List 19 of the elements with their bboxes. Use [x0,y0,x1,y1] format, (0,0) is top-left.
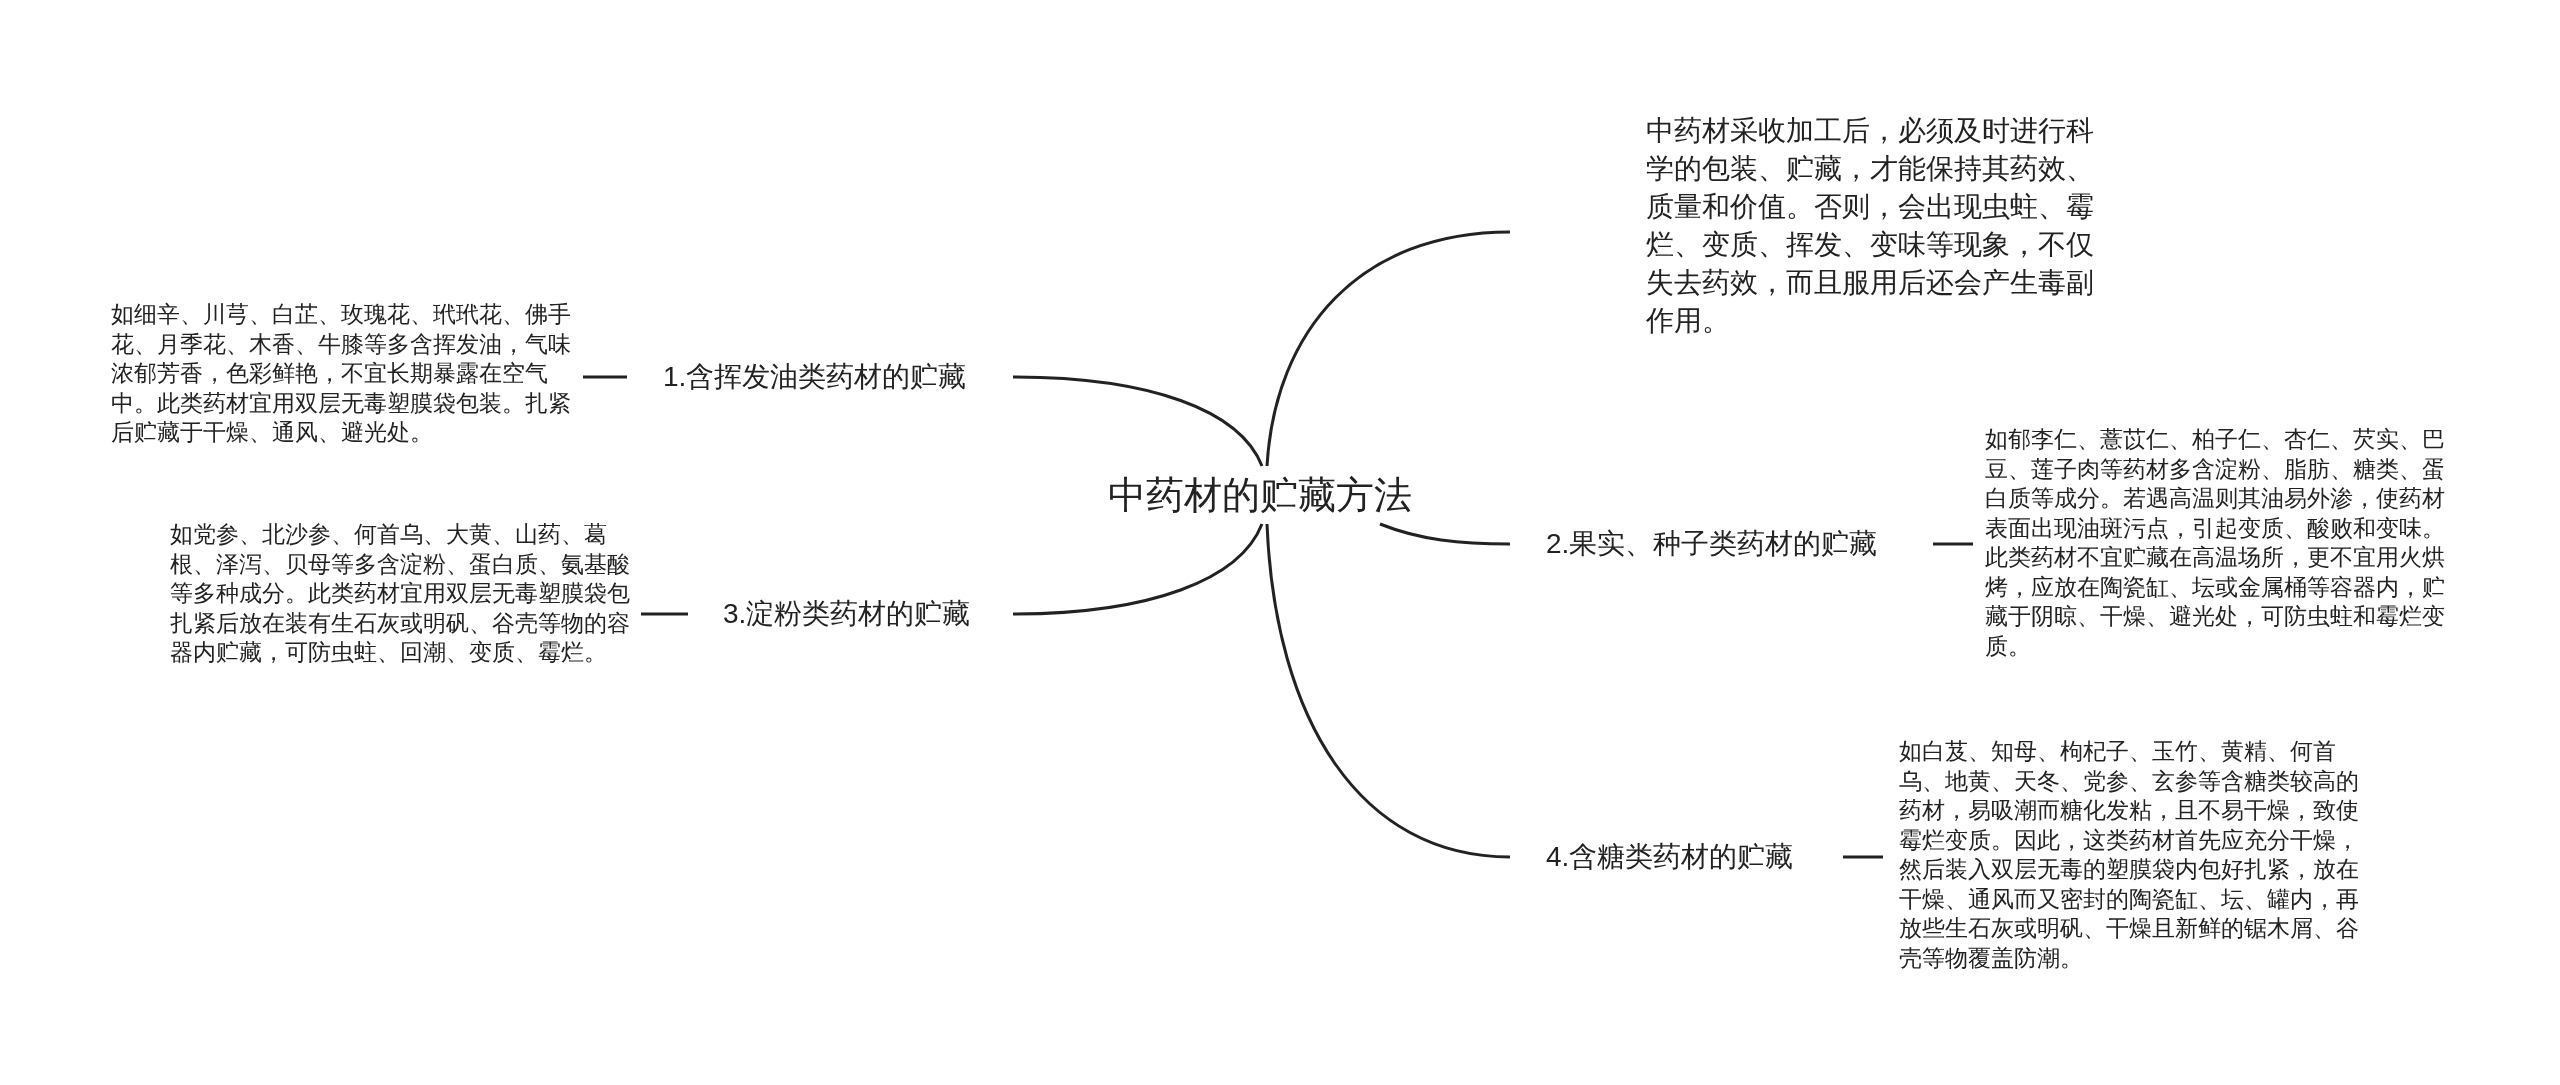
connector-line [1265,230,1511,467]
branch-topic: 3.淀粉类药材的贮藏 [686,594,1013,634]
branch-topic: 4.含糖类药材的贮藏 [1510,837,1845,877]
detail-paragraph: 如白芨、知母、枸杞子、玉竹、黄精、何首乌、地黄、天冬、党参、玄参等含糖类较高的药材，易吸潮而糖化发粘，且不易干燥，致使霉烂变质。因此，这类药材首先应充分干燥，然后装入双层无毒的塑膜袋内包好扎紧，放在干燥、通风而又密封的陶瓷缸、坛、罐内，再放些生石灰或明矾、干燥且新鲜的锯木屑、谷壳等物覆盖防潮。 [1881,737,2367,982]
connector-line [1012,523,1264,616]
connector-line [1933,542,1973,546]
connector-line [1012,375,1264,467]
detail-paragraph: 如细辛、川芎、白芷、玫瑰花、玳玳花、佛手花、月季花、木香、牛膝等多含挥发油，气味浓郁芳香，色彩鲜艳，不宜长期暴露在空气中。此类药材宜用双层无毒塑膜袋包装。扎紧后贮藏于干燥、通风、避光处。 [100,300,579,455]
intro-paragraph: 中药材采收加工后，必须及时进行科学的包装、贮藏，才能保持其药效、质量和价值。否则，会出现虫蛀、霉烂、变质、挥发、变味等现象，不仅失去药效，而且服用后还会产生毒副作用。 [1510,112,2102,352]
branch-topic: 2.果实、种子类药材的贮藏 [1510,524,1935,564]
connector-line [1379,522,1510,546]
connector-line [583,375,627,379]
connector-line [641,612,688,616]
central-topic: 中药材的贮藏方法 [1100,466,1430,524]
connector-line [1843,855,1883,859]
detail-paragraph: 如党参、北沙参、何首乌、大黄、山药、葛根、泽泻、贝母等多含淀粉、蛋白质、氨基酸等多种成分。此类药材宜用双层无毒塑膜袋包扎紧后放在装有生石灰或明矾、谷壳等物的容器内贮藏，可防虫蛀、回潮、变质、霉烂。 [160,520,638,705]
connector-line [1265,523,1511,859]
detail-paragraph: 如郁李仁、薏苡仁、柏子仁、杏仁、芡实、巴豆、莲子肉等药材多含淀粉、脂肪、糖类、蛋白质等成分。若遇高温则其油易外渗，使药材表面出现油斑污点，引起变质、酸败和变味。此类药材不宜贮藏在高温场所，更不宜用火烘烤，应放在陶瓷缸、坛或金属桶等容器内，贮藏于阴晾、干燥、避光处，可防虫蛀和霉烂变质。 [1971,425,2453,670]
branch-topic: 1.含挥发油类药材的贮藏 [625,357,1013,397]
